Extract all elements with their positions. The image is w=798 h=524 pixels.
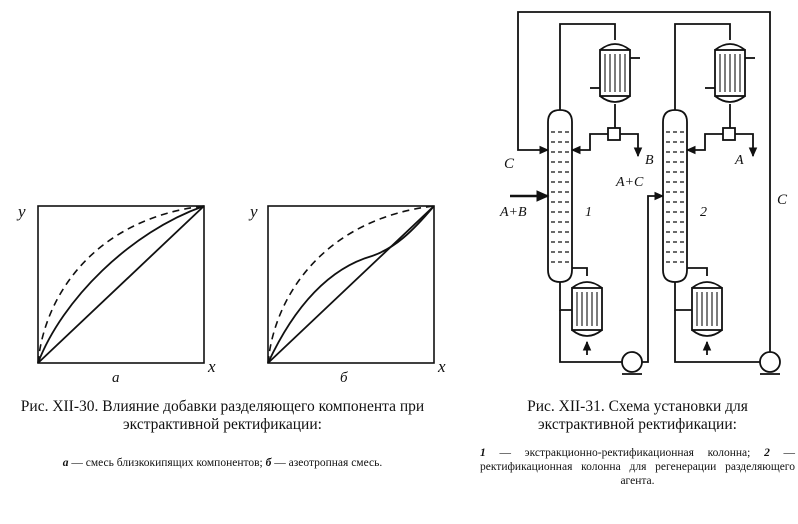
panel-b-frame	[267, 205, 435, 364]
bottoms-line-1	[559, 282, 572, 311]
figure-30-legend: а — смесь близкокипящих компонентов; б —…	[20, 456, 425, 470]
condenser-1	[590, 43, 640, 103]
column-2-trays	[666, 131, 684, 263]
reflux-line-2	[685, 133, 723, 155]
legend-b-text: — азеотропная смесь.	[274, 457, 383, 469]
diagram-panel-b: y x б	[248, 202, 446, 386]
reboiler-return-1	[572, 267, 588, 276]
reflux-line-1	[570, 133, 608, 155]
column-2	[662, 109, 688, 283]
panel-b-xlabel: x	[437, 357, 446, 376]
pump-2	[759, 351, 781, 375]
panel-a-xlabel: x	[207, 357, 216, 376]
panel-b-diagonal	[267, 205, 435, 364]
label-feed: A+B	[499, 205, 527, 220]
bottoms-to-pump-1	[559, 310, 622, 363]
legend-2-text: — ректификационная колонна для регенерац…	[480, 447, 796, 487]
diagram-panel-a: y x а	[16, 202, 216, 386]
label-c-left: C	[504, 156, 515, 172]
label-ac: A+C	[615, 175, 644, 190]
process-scheme	[510, 11, 781, 375]
pump-1	[621, 351, 643, 375]
panel-a-dashed-curve	[37, 205, 205, 364]
column-1	[547, 109, 573, 283]
legend-a-text: — смесь близкокипящих компонентов;	[71, 457, 263, 469]
column-1-trays	[551, 131, 569, 263]
vapor-line-1	[559, 23, 616, 110]
bottoms-to-pump-2	[674, 310, 760, 363]
legend-a-letter: а	[62, 457, 69, 469]
solvent-recycle-line	[517, 11, 771, 352]
panel-b-solid-curve	[267, 205, 435, 364]
legend-1-num: 1	[480, 447, 486, 459]
label-b-out: B	[645, 153, 654, 168]
panel-a-solid-curve	[37, 205, 205, 364]
panel-b-sublabel: б	[340, 370, 348, 386]
panel-a-diagonal	[37, 205, 205, 364]
bottoms-line-2	[674, 282, 692, 311]
product-b-line	[620, 133, 643, 158]
label-a-out: A	[734, 153, 744, 168]
panel-a-sublabel: а	[112, 370, 120, 386]
product-a-line	[735, 133, 758, 158]
legend-b-letter: б	[265, 457, 272, 469]
reflux-valve-1	[607, 127, 621, 141]
ac-line	[642, 191, 665, 363]
label-column-2: 2	[700, 205, 707, 220]
reboiler-return-2	[687, 267, 708, 276]
figure-31-caption: Рис. XII-31. Схема установки для экстрак…	[527, 398, 748, 433]
vapor-line-2	[674, 23, 731, 110]
panel-b-dashed-curve	[267, 205, 435, 364]
label-c-right: C	[777, 192, 788, 208]
reboiler-2	[691, 281, 723, 337]
figure-31-legend: 1 — экстракционно-ректификационная колон…	[480, 446, 795, 488]
reboiler-1	[571, 281, 603, 337]
legend-2-num: 2	[764, 447, 770, 459]
panel-a-frame	[37, 205, 205, 364]
figure-30-caption: Рис. XII-30. Влияние добавки разделяющег…	[20, 398, 425, 433]
panel-b-ylabel: y	[248, 202, 258, 221]
panel-a-ylabel: y	[16, 202, 26, 221]
condenser-2	[705, 43, 755, 103]
legend-1-text: — экстракционно-ректификационная колонна…	[499, 447, 751, 459]
reflux-valve-2	[722, 127, 736, 141]
label-column-1: 1	[585, 205, 592, 220]
